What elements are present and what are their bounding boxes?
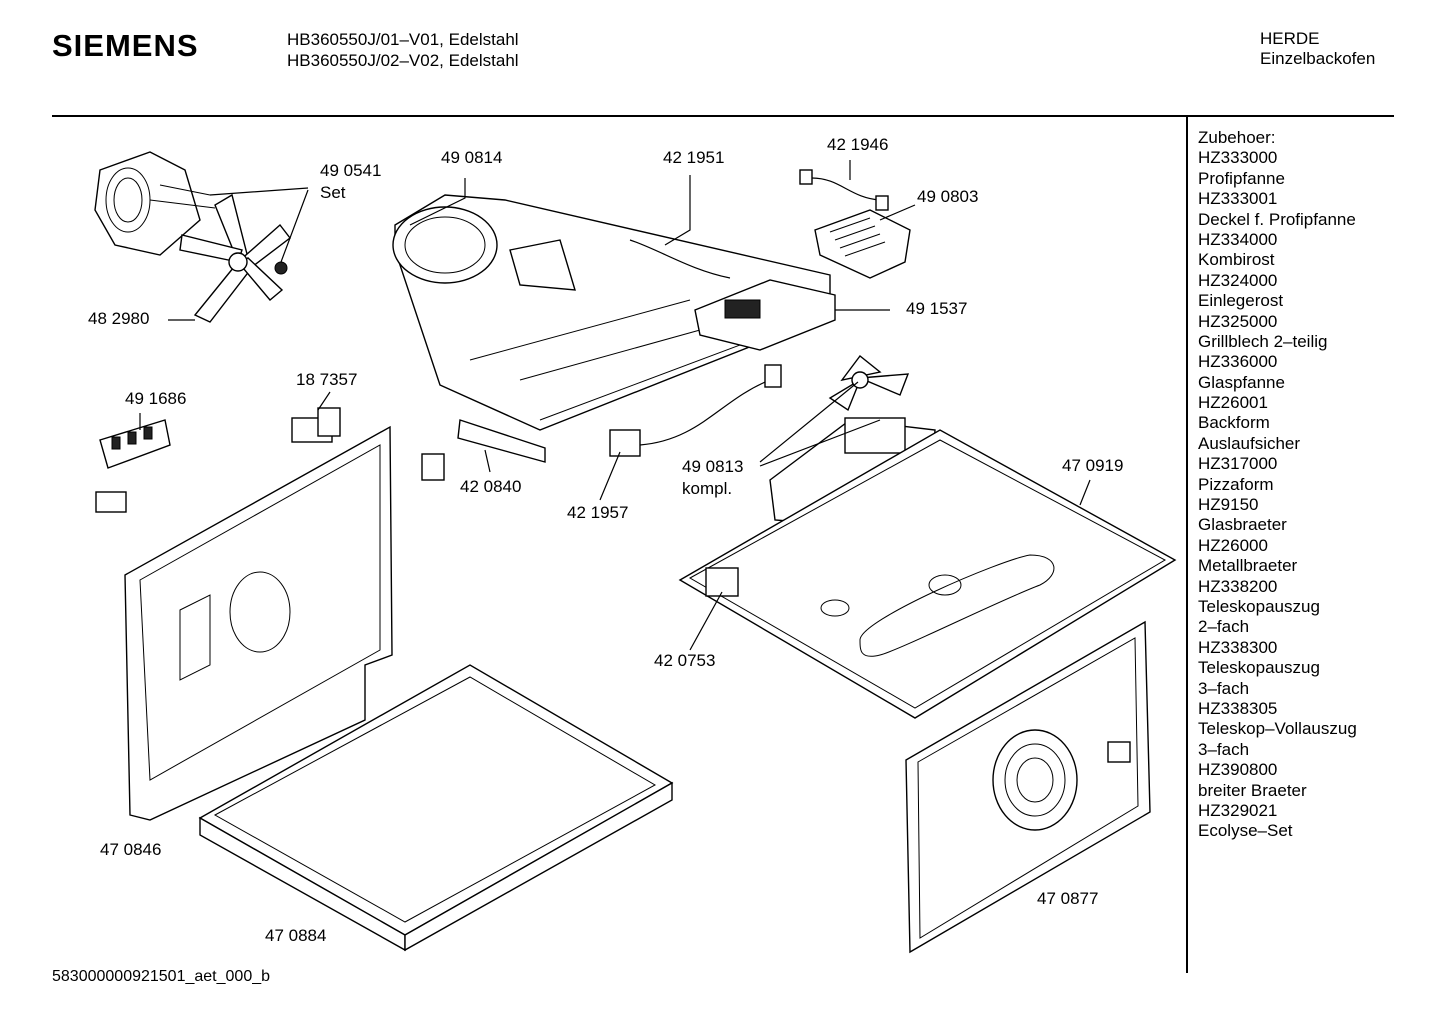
accessory-name: 2–fach bbox=[1198, 617, 1250, 637]
accessory-name: Profipfanne bbox=[1198, 168, 1285, 188]
accessory-code: HZ329021 bbox=[1198, 800, 1278, 820]
accessory-name: Grillblech 2–teilig bbox=[1198, 331, 1328, 351]
label-490803: 49 0803 bbox=[917, 187, 978, 206]
label-470877: 47 0877 bbox=[1037, 889, 1098, 908]
label-420840: 42 0840 bbox=[460, 477, 521, 496]
accessory-name: Glaspfanne bbox=[1198, 372, 1285, 392]
label-490541: 49 0541 bbox=[320, 161, 381, 180]
rear-panel bbox=[678, 429, 1177, 719]
accessory-code: HZ317000 bbox=[1198, 454, 1278, 474]
accessory-name: Backform bbox=[1198, 413, 1270, 433]
category-label: HERDE bbox=[1260, 29, 1320, 48]
control-module bbox=[814, 209, 911, 279]
accessory-name: Teleskopauszug bbox=[1198, 596, 1320, 616]
subcategory-label: Einzelbackofen bbox=[1260, 49, 1376, 68]
accessory-name: Einlegerost bbox=[1198, 291, 1284, 311]
label-490541-note: Set bbox=[320, 183, 346, 202]
terminal-block bbox=[95, 419, 171, 513]
sensor-420840 bbox=[421, 419, 546, 481]
bottom-tray bbox=[198, 664, 674, 952]
accessories-title: Zubehoer: bbox=[1198, 128, 1276, 147]
upper-cover bbox=[392, 194, 831, 431]
label-470846: 47 0846 bbox=[100, 840, 161, 859]
accessory-name: Ecolyse–Set bbox=[1198, 821, 1293, 841]
accessory-code: HZ333000 bbox=[1198, 148, 1278, 168]
accessory-code: HZ338300 bbox=[1198, 637, 1278, 657]
accessory-name: Teleskopauszug bbox=[1198, 658, 1320, 678]
accessory-name: breiter Braeter bbox=[1198, 780, 1307, 800]
accessory-name: Kombirost bbox=[1198, 250, 1275, 270]
accessory-code: HZ324000 bbox=[1198, 270, 1278, 290]
accessory-name: Auslaufsicher bbox=[1198, 433, 1301, 453]
wire-harness-421951 bbox=[629, 239, 731, 279]
label-482980: 48 2980 bbox=[88, 309, 149, 328]
document-id: 583000000921501_aet_000_b bbox=[52, 968, 270, 986]
document-id-part-b: 0921501_aet_000_b bbox=[123, 968, 271, 985]
accessory-code: HZ26001 bbox=[1198, 393, 1268, 413]
label-490814: 49 0814 bbox=[441, 148, 502, 167]
leader-lines bbox=[139, 160, 1091, 651]
plug-187357 bbox=[291, 407, 341, 443]
label-491537: 49 1537 bbox=[906, 299, 967, 318]
accessory-code: HZ334000 bbox=[1198, 229, 1278, 249]
accessory-code: HZ390800 bbox=[1198, 760, 1278, 780]
model-line-2: HB360550J/02–V02, Edelstahl bbox=[287, 51, 519, 70]
accessory-name: 3–fach bbox=[1198, 678, 1250, 698]
sidebar-divider bbox=[1186, 117, 1188, 973]
label-187357: 18 7357 bbox=[296, 370, 357, 389]
wire-421946 bbox=[799, 169, 889, 211]
label-470919: 47 0919 bbox=[1062, 456, 1123, 475]
front-panel bbox=[905, 620, 1151, 954]
accessory-name: Glasbraeter bbox=[1198, 515, 1287, 535]
label-491686: 49 1686 bbox=[125, 389, 186, 408]
cable-421957 bbox=[609, 364, 782, 457]
label-421946: 42 1946 bbox=[827, 135, 888, 154]
accessory-code: HZ336000 bbox=[1198, 352, 1278, 372]
label-470884: 47 0884 bbox=[265, 926, 326, 945]
accessory-code: HZ9150 bbox=[1198, 495, 1259, 515]
accessory-name: Pizzaform bbox=[1198, 474, 1274, 494]
label-421951: 42 1951 bbox=[663, 148, 724, 167]
accessory-code: HZ333001 bbox=[1198, 189, 1278, 209]
label-421957: 42 1957 bbox=[567, 503, 628, 522]
model-line-1: HB360550J/01–V01, Edelstahl bbox=[287, 30, 519, 49]
label-420753: 42 0753 bbox=[654, 651, 715, 670]
header-divider bbox=[52, 115, 1394, 117]
fan-motor-set bbox=[94, 151, 288, 275]
accessory-name: Metallbraeter bbox=[1198, 556, 1298, 576]
accessory-code: HZ338305 bbox=[1198, 698, 1278, 718]
accessory-name: Deckel f. Profipfanne bbox=[1198, 209, 1356, 229]
accessory-name: 3–fach bbox=[1198, 739, 1250, 759]
accessories-list: Zubehoer: HZ333000 Profipfanne HZ333001 … bbox=[1198, 128, 1357, 842]
relay-board bbox=[694, 279, 836, 351]
brand-logo: SIEMENS bbox=[52, 28, 199, 63]
document-id-part-a: 58300000 bbox=[52, 968, 124, 985]
accessory-code: HZ26000 bbox=[1198, 535, 1268, 555]
fan-impeller bbox=[179, 193, 291, 323]
side-panel bbox=[124, 425, 393, 821]
label-490813-note: kompl. bbox=[682, 479, 732, 498]
accessory-code: HZ325000 bbox=[1198, 311, 1278, 331]
accessory-name: Teleskop–Vollauszug bbox=[1198, 719, 1357, 739]
label-490813: 49 0813 bbox=[682, 457, 743, 476]
accessory-code: HZ338200 bbox=[1198, 576, 1278, 596]
